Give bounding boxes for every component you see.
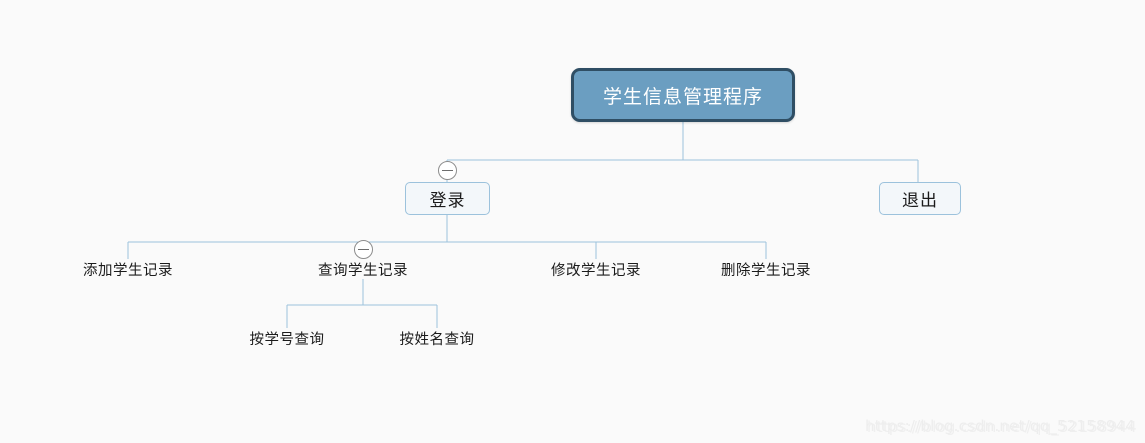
node-delete-student-record[interactable]: 删除学生记录 <box>721 262 811 279</box>
node-query-by-name[interactable]: 按姓名查询 <box>399 331 475 348</box>
root-node-student-info-system[interactable]: 学生信息管理程序 <box>571 68 795 122</box>
watermark: https://blog.csdn.net/qq_52158944 https:… <box>865 417 1137 436</box>
collapse-toggle-login-minus-icon[interactable] <box>438 161 457 180</box>
node-exit[interactable]: 退出 <box>879 182 961 215</box>
watermark-text-overlay: https://blog.csdn.net/qq_52158944 <box>867 418 1137 436</box>
node-edit-student-record[interactable]: 修改学生记录 <box>551 262 641 279</box>
node-add-student-record[interactable]: 添加学生记录 <box>83 262 173 279</box>
node-query-by-student-id[interactable]: 按学号查询 <box>249 331 325 348</box>
node-query-student-record[interactable]: 查询学生记录 <box>318 262 408 279</box>
watermark-text: https://blog.csdn.net/qq_52158944 <box>865 417 1135 435</box>
collapse-toggle-query-minus-icon[interactable] <box>354 240 373 259</box>
node-login[interactable]: 登录 <box>405 182 490 215</box>
